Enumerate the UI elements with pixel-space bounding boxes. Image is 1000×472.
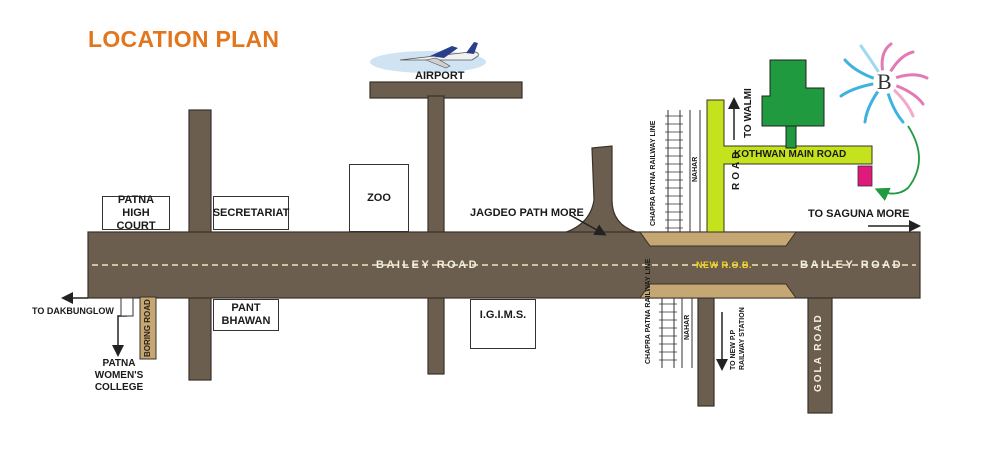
page-title: LOCATION PLAN [88, 26, 280, 52]
jagdeo-path-more-label: JAGDEO PATH MORE [470, 207, 584, 219]
secretariat-label: SECRETARIAT [212, 206, 290, 219]
nahar-top-label: NAHAR [692, 156, 699, 182]
patna-womens-college-label: PATNA WOMEN'S COLLEGE [94, 358, 144, 393]
patna-high-court-label: PATNA HIGH COURT [116, 193, 156, 232]
airport-road-stem [427, 95, 445, 237]
secretariat-box: SECRETARIAT [213, 196, 289, 230]
arrow-jagdeo-path [569, 214, 607, 236]
brand-letter: B [877, 69, 892, 94]
railway-top-label: CHAPRA PATNA RAILWAY LINE [650, 120, 657, 226]
rob-bottom [639, 283, 797, 299]
kothwan-main-road-label: KOTHWAN MAIN ROAD [734, 149, 847, 160]
airport-road-top [369, 81, 523, 99]
bailey-road-label-left: BAILEY ROAD [376, 259, 480, 271]
railway-top [665, 110, 683, 232]
igims-road [427, 295, 445, 375]
igims-label: I.G.I.M.S. [479, 309, 527, 321]
pant-bhawan-box: PANT BHAWAN [213, 299, 279, 331]
railway-bottom-label: CHAPRA PATNA RAILWAY LINE [645, 258, 652, 364]
zoo-box: ZOO [349, 164, 409, 232]
pant-bhawan-label: PANT BHAWAN [221, 302, 271, 327]
airplane-icon [370, 42, 486, 73]
airport-label: AIRPORT [415, 70, 465, 82]
nahar-bottom-label: NAHAR [684, 314, 691, 340]
boring-road [139, 296, 157, 360]
rob-top [639, 231, 797, 247]
tree-icon [761, 59, 825, 149]
to-walmi-label: TO WALMI [743, 88, 754, 138]
new-rob-label: NEW R.O.B. [696, 260, 752, 270]
jagdeo-path-road [559, 145, 645, 235]
to-saguna-more-label: TO SAGUNA MORE [808, 208, 910, 220]
site-marker-icon [857, 165, 873, 187]
site-arrow [874, 125, 920, 201]
patna-high-court-box: PATNA HIGH COURT [102, 193, 170, 232]
brand-logo-icon [839, 42, 929, 124]
gola-road-label: GOLA ROAD [813, 313, 824, 392]
boring-road-label: BORING ROAD [143, 299, 152, 357]
nahar-top [689, 110, 701, 232]
to-new-pp-station-label: TO NEW P.P RAILWAY STATION [730, 307, 746, 370]
boring-road-box [120, 297, 134, 317]
new-pp-road [697, 295, 715, 407]
kothwan-road [706, 99, 873, 233]
to-dakbunglow-label: TO DAKBUNGLOW [32, 306, 114, 316]
igims-box: I.G.I.M.S. [470, 299, 536, 349]
railway-bottom [659, 298, 677, 368]
nahar-bottom [681, 298, 693, 368]
zoo-label: ZOO [367, 191, 391, 204]
bailey-road-label-right: BAILEY ROAD [800, 259, 904, 271]
